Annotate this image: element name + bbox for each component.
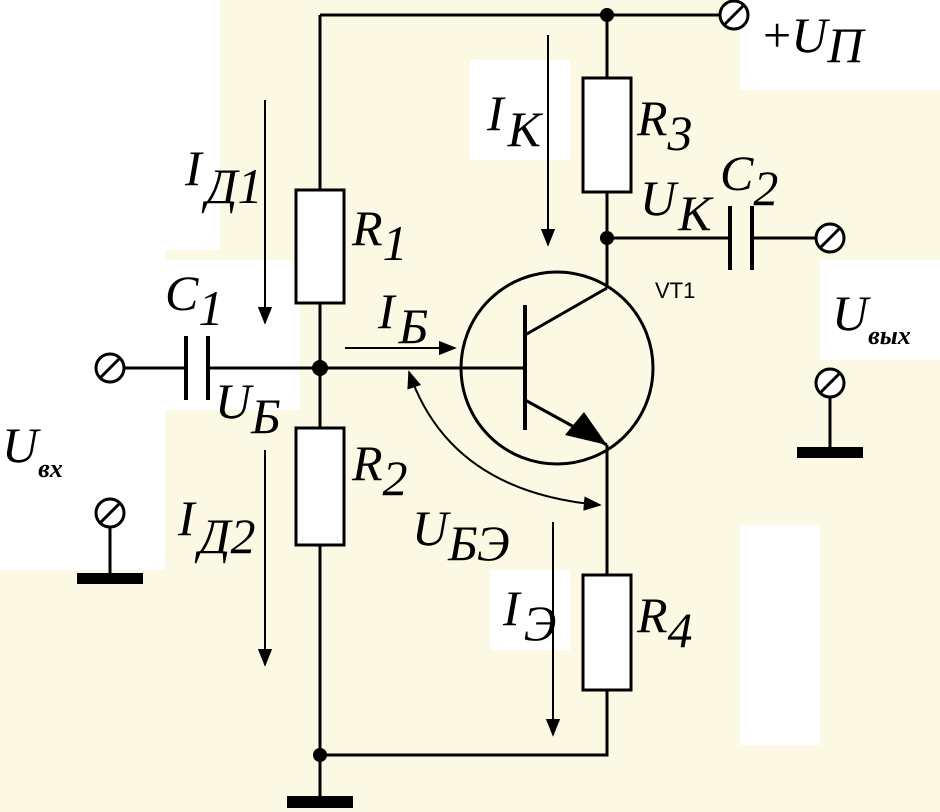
arrow-ube bbox=[407, 370, 602, 511]
terminal-output-ground bbox=[814, 367, 846, 399]
resistor-r1 bbox=[294, 188, 346, 305]
resistors bbox=[294, 76, 633, 692]
label-r4: R4 bbox=[636, 587, 693, 658]
label-uin: Uвх bbox=[2, 417, 63, 483]
resistor-r3 bbox=[581, 76, 633, 194]
label-r3: R3 bbox=[636, 90, 693, 161]
label-id2: IД2 bbox=[177, 490, 255, 564]
label-id1: IД1 bbox=[184, 140, 262, 214]
current-arrows bbox=[257, 35, 602, 737]
label-ik: IК bbox=[486, 85, 544, 157]
bottom-rail-wire bbox=[320, 690, 609, 757]
ground-symbols bbox=[77, 447, 863, 808]
transistor-collector-lead bbox=[524, 286, 608, 337]
ground-bar-main bbox=[287, 796, 353, 808]
ground-bar-output bbox=[797, 447, 863, 458]
resistor-r2 bbox=[294, 426, 346, 547]
labels: +UП IД1 IК R3 C2 UК VT1 R1 C1 IБ Uвых bbox=[2, 7, 911, 658]
label-uout: Uвых bbox=[832, 285, 911, 350]
resistor-r4 bbox=[581, 573, 633, 692]
terminal-output bbox=[814, 222, 846, 254]
label-vt1: VT1 bbox=[655, 278, 695, 303]
ground-bar-input bbox=[77, 573, 143, 584]
emitter-arrow-icon bbox=[565, 412, 607, 445]
label-c2: C2 bbox=[720, 145, 778, 216]
label-ie: IЭ bbox=[502, 580, 556, 651]
capacitors bbox=[184, 206, 754, 400]
terminal-input bbox=[94, 352, 126, 384]
label-r2: R2 bbox=[351, 435, 408, 506]
capacitor-c1 bbox=[184, 336, 210, 400]
junction-dots bbox=[312, 8, 614, 762]
capacitor-c2 bbox=[728, 206, 754, 270]
label-ib: IБ bbox=[377, 283, 428, 354]
terminal-input-ground bbox=[94, 497, 126, 529]
terminals bbox=[94, 0, 846, 529]
terminal-supply bbox=[718, 0, 750, 31]
label-r1: R1 bbox=[351, 200, 408, 271]
label-c1: C1 bbox=[165, 265, 223, 336]
label-uk: UК bbox=[640, 170, 714, 241]
label-background-patches bbox=[0, 0, 940, 745]
label-ube: UБЭ bbox=[412, 500, 510, 571]
label-ub: UБ bbox=[215, 373, 281, 444]
label-supply: +UП bbox=[763, 7, 866, 73]
